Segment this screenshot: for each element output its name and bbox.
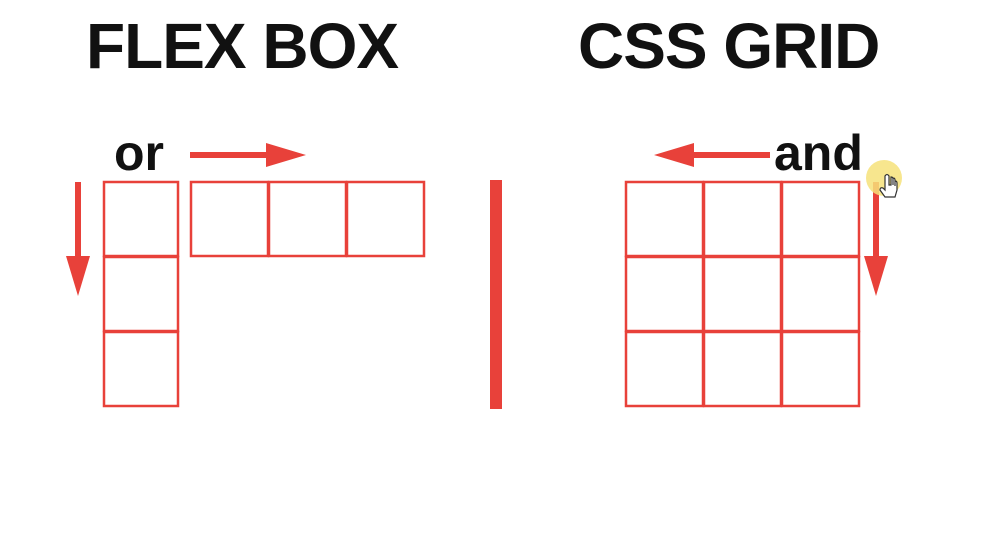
flex-column-box-2 — [102, 255, 180, 333]
cursor-hand-icon — [866, 160, 902, 198]
grid-cell-3-1 — [624, 330, 705, 408]
grid-cell-1-3 — [780, 180, 861, 258]
grid-boxes — [624, 180, 861, 408]
grid-cell-1-2 — [702, 180, 783, 258]
css-grid-title: CSS GRID — [578, 10, 880, 82]
grid-cell-3-2 — [702, 330, 783, 408]
grid-column-arrow — [864, 182, 888, 296]
grid-row-arrow — [654, 143, 770, 167]
flex-column-box-3 — [102, 330, 180, 408]
flex-row-box-1 — [189, 180, 270, 258]
center-divider — [490, 180, 502, 409]
flex-row-boxes — [189, 180, 426, 258]
flex-column-arrow — [66, 182, 90, 296]
grid-cell-2-2 — [702, 255, 783, 333]
flex-column-boxes — [102, 180, 180, 408]
flexbox-title: FLEX BOX — [86, 10, 399, 82]
flex-row-box-3 — [345, 180, 426, 258]
grid-cell-2-3 — [780, 255, 861, 333]
flex-column-box-1 — [102, 180, 180, 258]
grid-cell-1-1 — [624, 180, 705, 258]
grid-cell-2-1 — [624, 255, 705, 333]
and-label: and — [774, 125, 863, 181]
grid-cell-3-3 — [780, 330, 861, 408]
flex-row-box-2 — [267, 180, 348, 258]
flex-row-arrow — [190, 143, 306, 167]
or-label: or — [114, 125, 164, 181]
